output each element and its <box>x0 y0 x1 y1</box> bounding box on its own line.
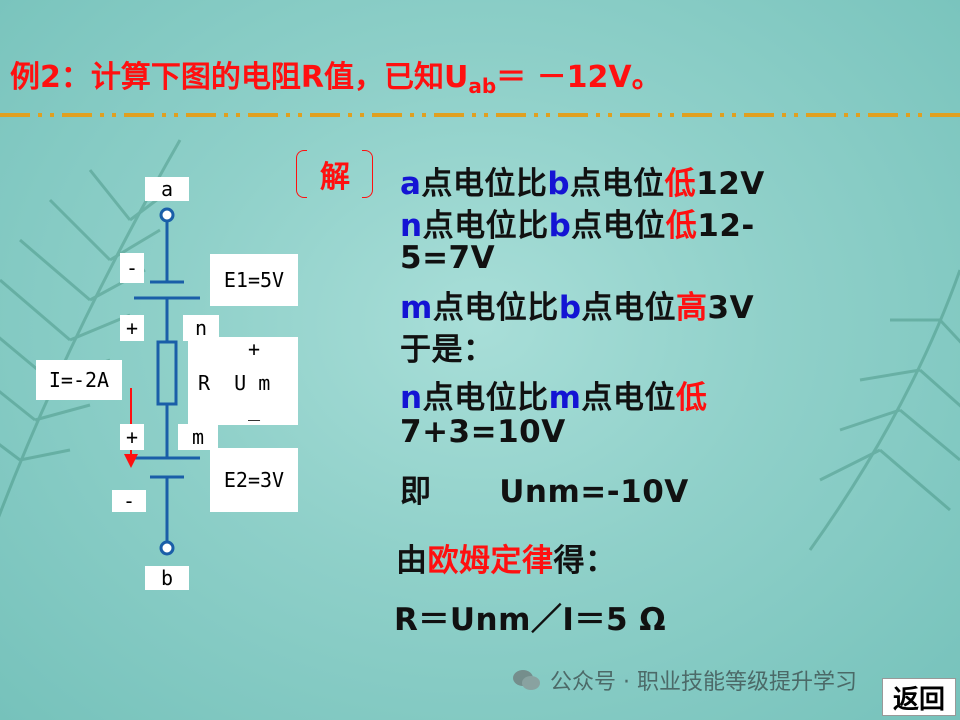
solution-segment: n <box>400 208 423 244</box>
e1-minus-label: - <box>120 253 144 283</box>
solution-segment: 点电位比 <box>421 166 548 202</box>
solution-line-6: n点电位比m点电位低 <box>400 372 707 417</box>
solution-segment: 点电位 <box>570 166 665 202</box>
solution-segment: 点电位比 <box>422 380 549 416</box>
current-label: I=-2A <box>36 360 122 400</box>
solution-segment: 低 <box>664 166 697 202</box>
solution-segment: b <box>548 208 572 244</box>
solution-segment: b <box>547 166 571 202</box>
resistor-r <box>156 340 178 406</box>
solution-segment: 点电位 <box>581 380 676 416</box>
solution-segment: 欧姆定律 <box>427 543 554 579</box>
solution-segment: b <box>558 290 582 326</box>
solution-line-9: 由欧姆定律得： <box>396 535 617 580</box>
solution-segment: m <box>400 290 433 326</box>
solution-segment: 12- <box>697 208 755 244</box>
e2-plus-label: + <box>120 424 144 450</box>
node-m-label: m <box>178 424 218 450</box>
solution-segment: 点电位比 <box>432 290 559 326</box>
e2-minus-label: - <box>112 490 146 512</box>
e2-label: E2=3V <box>210 448 298 512</box>
solution-bracket-right <box>362 150 373 198</box>
back-button[interactable]: 返回 <box>882 678 956 716</box>
solution-line-5: 于是： <box>400 324 495 369</box>
solution-line-4: m点电位比b点电位高3V <box>400 282 754 327</box>
solution-segment: 即 Unm=-10V <box>400 474 689 510</box>
e1-plus-label: + <box>120 315 144 341</box>
solution-segment: 点电位比 <box>422 208 549 244</box>
solution-line-7: 7+3=10V <box>400 414 566 450</box>
e1-label: E1=5V <box>210 254 298 306</box>
solution-segment: 得： <box>553 543 617 579</box>
solution-segment: 点电位 <box>571 208 666 244</box>
solution-segment: 3V <box>707 290 755 326</box>
solution-segment: 低 <box>665 208 698 244</box>
node-b-label: b <box>145 566 189 590</box>
page-title: 例2：计算下图的电阻R值，已知Uab＝ －12V。 <box>10 60 662 98</box>
solution-segment: 高 <box>676 290 708 326</box>
solution-line-1: a点电位比b点电位低12V <box>400 158 765 203</box>
node-n-label: n <box>183 315 219 341</box>
solution-line-10: R＝Unm／I＝5 Ω <box>394 594 666 639</box>
watermark-text: 公众号 · 职业技能等级提升学习 <box>550 670 857 695</box>
solution-segment: n <box>400 380 423 416</box>
resistor-minus-sign: _ <box>248 397 261 421</box>
resistor-plus-sign: + <box>248 337 261 361</box>
solution-line-3: 5=7V <box>400 240 495 276</box>
node-a-label: a <box>145 177 189 201</box>
solution-segment: R＝Unm／I＝5 Ω <box>394 602 667 638</box>
solution-segment: 由 <box>396 543 428 579</box>
terminal-b <box>159 540 175 556</box>
solution-segment: 低 <box>675 380 708 416</box>
solution-segment: 12V <box>696 166 765 202</box>
solution-segment: 7+3=10V <box>400 414 566 450</box>
solution-line-8: 即 Unm=-10V <box>400 466 689 511</box>
resistor-voltage-label: R U m <box>198 371 271 395</box>
wechat-icon <box>513 670 540 690</box>
solution-segment: 5=7V <box>400 240 496 276</box>
solution-segment: 于是： <box>400 332 495 368</box>
resistor-box: + R U m _ <box>188 337 298 425</box>
solution-segment: 点电位 <box>581 290 677 326</box>
solution-header: 解 <box>320 160 350 195</box>
terminal-a <box>159 207 175 223</box>
solution-bracket-left <box>296 150 307 198</box>
palm-right-decoration <box>808 269 960 551</box>
solution-segment: a <box>400 166 422 202</box>
watermark: 公众号 · 职业技能等级提升学习 <box>512 664 857 696</box>
solution-line-2: n点电位比b点电位低12- <box>400 200 755 245</box>
solution-segment: m <box>548 380 582 416</box>
